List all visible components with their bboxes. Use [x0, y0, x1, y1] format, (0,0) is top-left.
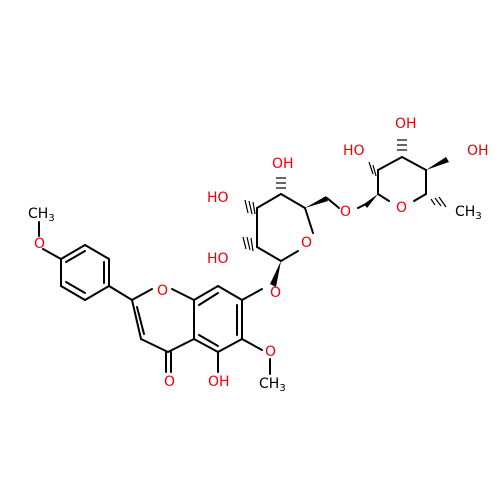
bond — [217, 338, 243, 353]
atom-label-oxygen: O — [396, 200, 407, 216]
hash-bond — [246, 236, 251, 251]
atom-label-ch3: CH3 — [455, 204, 482, 222]
bond — [60, 244, 86, 260]
bond — [377, 193, 390, 202]
bond — [171, 288, 195, 301]
hash-bond — [250, 237, 254, 252]
bond — [256, 246, 282, 262]
bond-inner — [198, 292, 219, 306]
atom-label-hydroxyl: HO — [207, 251, 229, 267]
hash-bond — [248, 200, 253, 215]
atom-label-oxygen: O — [265, 344, 276, 360]
hash-bond — [368, 161, 374, 175]
bond — [60, 285, 86, 301]
atom-label-hydroxyl: HO — [343, 143, 365, 159]
bond — [42, 248, 62, 260]
bond-layer — [38, 156, 449, 375]
atom-label-hydroxyl: HO — [207, 190, 229, 206]
hash-bond — [430, 198, 436, 206]
hash-bond — [244, 199, 249, 214]
bond — [131, 299, 142, 340]
bond — [193, 285, 219, 301]
bond — [413, 193, 427, 202]
bond — [167, 338, 195, 353]
bond — [193, 338, 219, 353]
bond — [280, 193, 306, 209]
bond — [84, 244, 110, 260]
hash-bond-layer — [242, 139, 447, 252]
bond — [217, 285, 243, 301]
atom-label-layer: CH3 O O O OH O CH3 O HO HO OH O O HO OH … — [28, 116, 489, 394]
atom-label-oxygen: O — [301, 235, 312, 251]
atom-label-hydroxyl: OH — [208, 374, 230, 390]
bond-inner — [65, 281, 86, 294]
bond — [256, 193, 282, 209]
wedge-bond — [305, 196, 328, 208]
hash-bond — [252, 201, 256, 215]
bond — [377, 156, 403, 171]
atom-label-oxygen: O — [157, 283, 168, 299]
atom-label-ch3: CH3 — [28, 206, 55, 224]
hash-bond — [434, 197, 442, 207]
bond — [401, 156, 427, 171]
bond — [84, 285, 110, 301]
atom-label-oxygen: O — [164, 374, 175, 390]
bond-inner — [136, 306, 145, 335]
bond — [131, 288, 153, 301]
wedge-bond — [270, 261, 281, 287]
atom-label-ch3: CH3 — [259, 376, 286, 394]
wedge-bond — [364, 194, 378, 208]
bond — [326, 197, 340, 209]
wedge-bond — [426, 157, 449, 170]
bond — [241, 338, 263, 351]
atom-label-hydroxyl: OH — [272, 156, 294, 172]
atom-label-hydroxyl: OH — [395, 116, 417, 132]
hash-bond — [438, 196, 447, 208]
atom-label-oxygen: O — [270, 285, 281, 301]
hash-bond — [242, 236, 247, 250]
hash-bond — [372, 164, 377, 177]
atom-label-oxygen: O — [34, 236, 45, 252]
bond-inner — [65, 250, 86, 263]
bond-inner — [198, 334, 219, 347]
atom-label-oxygen: O — [340, 204, 351, 220]
atom-label-hydroxyl: OH — [467, 143, 489, 159]
bond — [108, 285, 133, 301]
bond — [241, 288, 263, 301]
bond — [304, 207, 314, 234]
bond — [140, 338, 169, 353]
bond — [280, 250, 299, 262]
